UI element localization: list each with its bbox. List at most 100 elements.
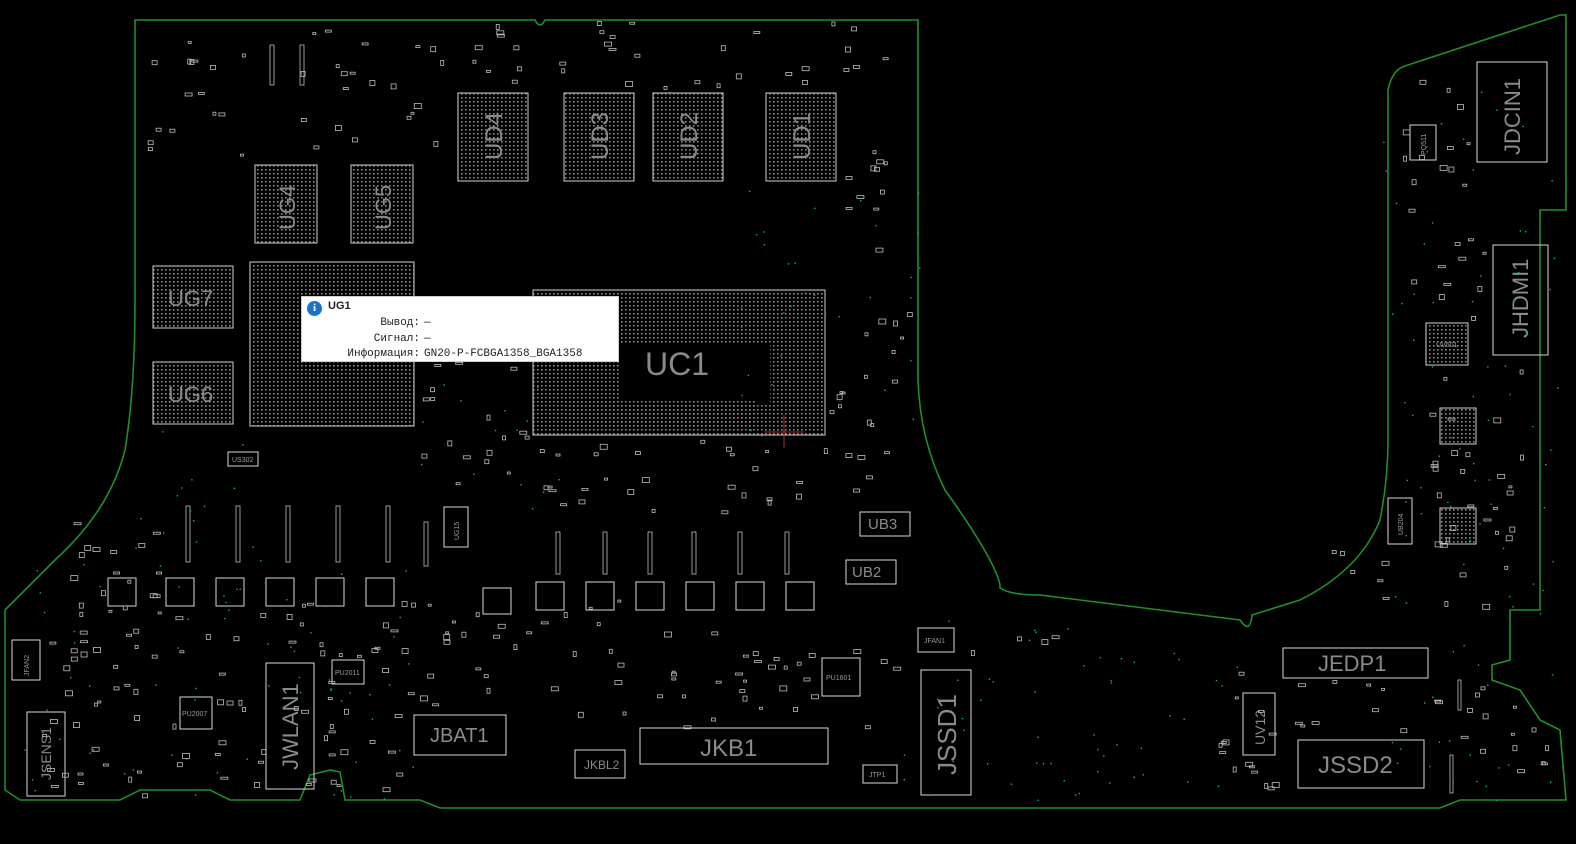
via xyxy=(1480,275,1482,277)
passive-pad xyxy=(1475,692,1480,698)
via xyxy=(473,473,475,475)
connector-jkb1[interactable]: JKB1 xyxy=(639,727,829,765)
connector-jedp1[interactable]: JEDP1 xyxy=(1282,647,1429,679)
chip-pu2011[interactable]: PU2011 xyxy=(331,659,365,685)
connector-jtp1[interactable]: JTP1 xyxy=(862,764,898,784)
passive-pad xyxy=(1482,251,1487,255)
passive-pad xyxy=(440,60,445,66)
passive-pad xyxy=(671,677,677,681)
passive-pad xyxy=(78,552,85,558)
passive-pad xyxy=(422,397,430,402)
passive-pad xyxy=(754,660,762,663)
chip-ud2[interactable]: UD2 xyxy=(652,92,724,182)
chip-label-ug4: UG4 xyxy=(275,185,300,230)
connector-jfan1[interactable]: JFAN1 xyxy=(917,627,955,653)
via xyxy=(399,616,401,619)
chip-ug4[interactable]: UG4 xyxy=(254,164,318,244)
passive-pad xyxy=(406,115,412,120)
passive-pad xyxy=(319,642,324,648)
chip-pq511[interactable]: PQ511 xyxy=(1409,124,1437,161)
passive-pad xyxy=(1411,279,1418,285)
passive-pad xyxy=(1457,104,1464,110)
passive-pad xyxy=(726,446,732,452)
chip-label-uv601: UV601 xyxy=(1436,342,1458,349)
connector-jssd1[interactable]: JSSD1 xyxy=(920,669,972,796)
passive-pad xyxy=(1437,265,1446,269)
via xyxy=(1438,741,1441,743)
passive-pad xyxy=(1509,526,1516,533)
passive-pad xyxy=(218,740,227,746)
via xyxy=(963,729,965,731)
via xyxy=(961,717,964,720)
passive-pad xyxy=(511,79,518,84)
via xyxy=(1110,680,1112,682)
passive-pad xyxy=(563,612,568,618)
chip-pu2007[interactable]: PU2007 xyxy=(179,696,213,730)
chip-ub204[interactable]: UB204 xyxy=(1387,497,1413,545)
connector-label-jssd1: JSSD1 xyxy=(932,694,962,775)
via xyxy=(1406,479,1408,482)
via xyxy=(1010,783,1013,785)
passive-pad xyxy=(1372,708,1379,713)
chip-uv601[interactable]: UV601 xyxy=(1425,322,1469,366)
passive-pad xyxy=(767,499,772,506)
passive-pad xyxy=(510,366,518,371)
connector-jkbl2[interactable]: JKBL2 xyxy=(574,749,626,779)
via xyxy=(1445,420,1447,423)
passive-pad xyxy=(1471,315,1476,321)
connector-jdcin1[interactable]: JDCIN1 xyxy=(1476,61,1548,163)
chip-ug5[interactable]: UG5 xyxy=(350,164,414,244)
via xyxy=(740,326,743,328)
passive-pad xyxy=(1495,530,1499,535)
passive-pad xyxy=(1419,79,1427,85)
chip-ud1[interactable]: UD1 xyxy=(765,92,837,182)
via xyxy=(824,313,827,315)
chip-uv12[interactable]: UV12 xyxy=(1242,692,1276,756)
via xyxy=(1093,734,1095,736)
connector-label-jtp1: JTP1 xyxy=(869,772,885,779)
passive-pad xyxy=(1258,710,1264,713)
connector-jwlan1[interactable]: JWLAN1 xyxy=(265,662,315,790)
passive-pad xyxy=(484,459,490,465)
chip-ug15[interactable]: UG15 xyxy=(443,506,469,548)
passive-pad xyxy=(873,207,880,211)
chip-ug6[interactable]: UG6 xyxy=(152,361,234,425)
via xyxy=(1532,425,1534,428)
passive-pad xyxy=(240,153,244,157)
passive-pad xyxy=(212,111,217,116)
passive-pad xyxy=(796,480,803,484)
chip-pu1601[interactable]: PU1601 xyxy=(821,657,861,697)
passive-pad xyxy=(875,247,884,253)
via xyxy=(1133,776,1135,778)
via xyxy=(1383,141,1385,144)
via xyxy=(1391,741,1394,744)
via xyxy=(1394,596,1397,598)
passive-pad xyxy=(614,680,623,685)
tooltip-row-info: Информация: GN20-P-FCBGA1358_BGA1358 xyxy=(302,348,616,362)
via xyxy=(1178,658,1180,661)
passive-pad xyxy=(1446,87,1451,93)
connector-jssd2[interactable]: JSSD2 xyxy=(1297,739,1425,789)
connector-jbat1[interactable]: JBAT1 xyxy=(413,714,507,756)
chip-ug7[interactable]: UG7 xyxy=(152,265,234,329)
passive-pad xyxy=(306,602,314,606)
connector-jsens1[interactable]: JSENS1 xyxy=(26,711,66,797)
via xyxy=(460,400,462,402)
board-outline-main xyxy=(4,14,1567,809)
connector-jfan2[interactable]: JFAN2 xyxy=(11,639,41,681)
chip-ud4[interactable]: UD4 xyxy=(457,92,529,182)
chip-ud3[interactable]: UD3 xyxy=(563,92,635,182)
passive-pad xyxy=(864,725,871,730)
connector-jhdmi1[interactable]: JHDMI1 xyxy=(1492,244,1549,356)
chip-label-ub204: UB204 xyxy=(1398,513,1405,535)
passive-pad xyxy=(134,645,139,649)
passive-pad xyxy=(540,621,549,625)
via xyxy=(1509,393,1511,396)
passive-pad xyxy=(596,20,602,26)
via xyxy=(1426,151,1428,153)
chip-ub3[interactable]: UB3 xyxy=(859,511,911,537)
via xyxy=(494,429,497,432)
chip-us302[interactable]: US302 xyxy=(227,451,259,467)
chip-ub2[interactable]: UB2 xyxy=(845,559,897,585)
